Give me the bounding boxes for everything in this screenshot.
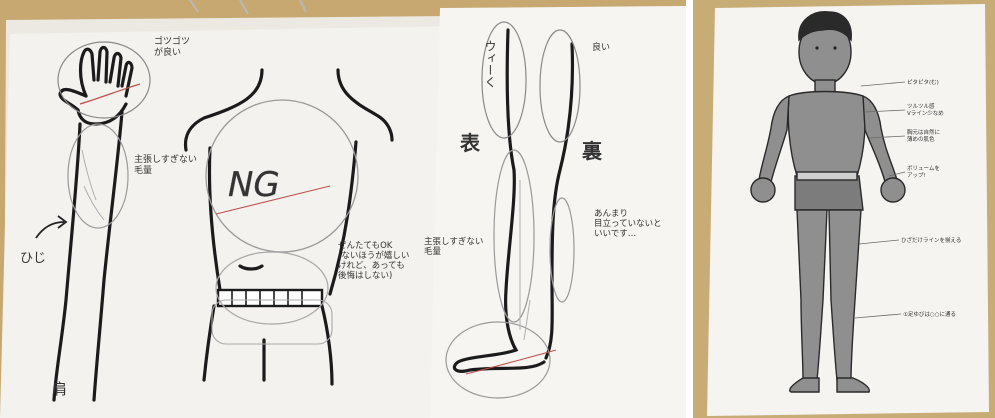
leg-front-label: 表 <box>460 131 481 155</box>
illustration-photo-right: ピタピタ(む) ツルツル感Vライン少なめ 胸元は自然に薄めの肌色 ボリュームをア… <box>693 0 995 418</box>
elbow-label: ひじ <box>20 251 46 266</box>
figure-sheet: ピタピタ(む) ツルツル感Vライン少なめ 胸元は自然に薄めの肌色 ボリュームをア… <box>693 0 995 418</box>
arm-note-text: 主張しすぎない毛量 <box>134 153 197 176</box>
sketch-photo-left: NG ゴツゴツが良い 主張しすぎない毛量 ひじ 肩 ぜんたてもOK(な <box>0 0 686 418</box>
shoulder-label: 肩 <box>52 380 67 398</box>
photo-divider <box>686 0 693 418</box>
leg-front-vertical-label: ウィーく <box>483 40 497 88</box>
sketch-labels: ゴツゴツが良い 主張しすぎない毛量 ひじ 肩 ぜんたてもOK(ないほうが嬉しいけ… <box>0 0 686 418</box>
figure-note-5: ひざだけラインを揃える <box>901 236 961 244</box>
calf-note-text: あんまり目立っていないといいです… <box>594 209 662 239</box>
figure-note-6: ①足ゆびは○○に通る <box>903 310 956 318</box>
leg-back-label: 裏 <box>581 139 603 163</box>
leg-good-label: 良い <box>592 41 610 53</box>
leg-hair-note-text: 主張しすぎない毛量 <box>424 236 483 257</box>
figure-note-1: ピタピタ(む) <box>907 78 939 86</box>
waist-note-text: ぜんたてもOK(ないほうが嬉しいけれど、あっても後悔はしない) <box>338 241 409 281</box>
hand-note-text: ゴツゴツが良い <box>154 35 190 58</box>
